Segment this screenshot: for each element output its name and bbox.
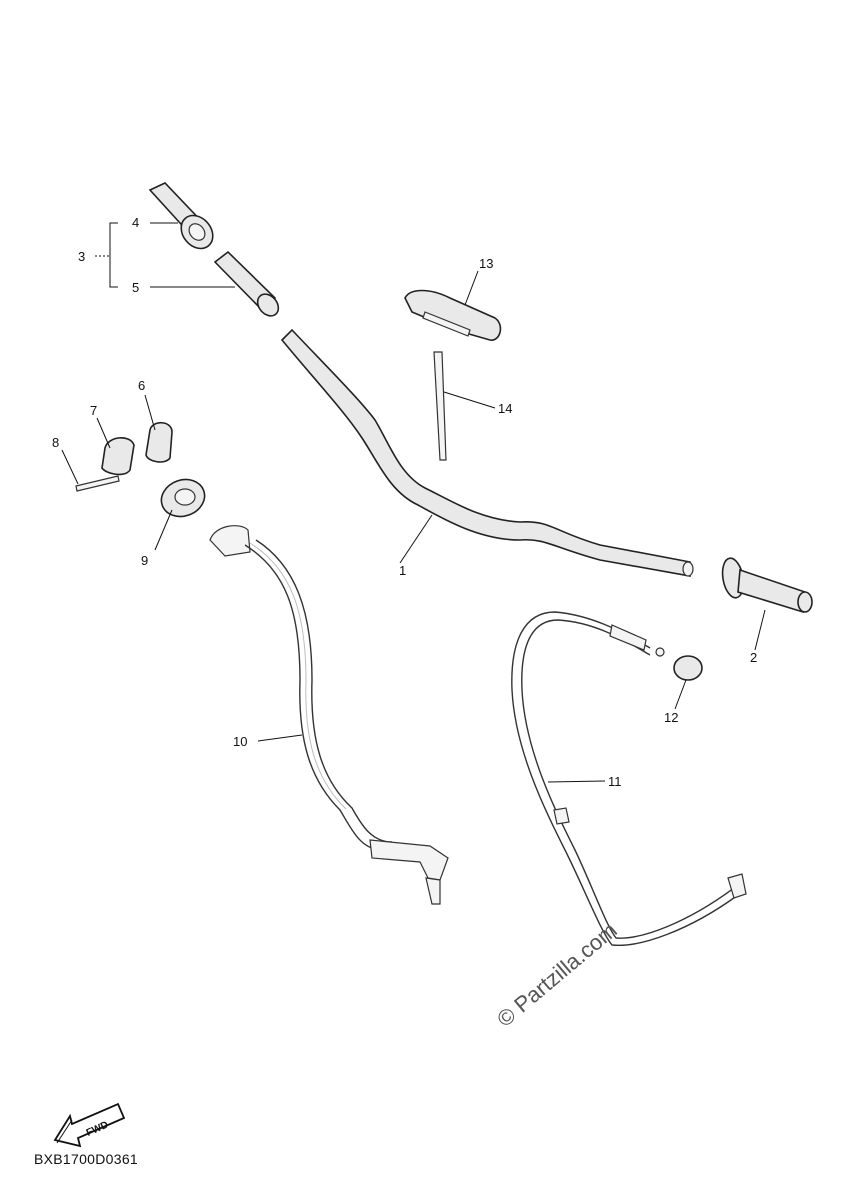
callout-8: 8 xyxy=(52,435,59,450)
pad-strap-part-14[interactable] xyxy=(433,351,447,461)
fwd-arrow-icon: FWD xyxy=(53,1102,126,1148)
callout-12: 12 xyxy=(664,710,678,725)
throttle-sleeve-part-5[interactable] xyxy=(213,250,283,320)
switch-clamp-part-7[interactable] xyxy=(101,437,135,476)
callout-3: 3 xyxy=(78,249,85,264)
watermark: © Partzilla.com xyxy=(492,917,622,1031)
callout-9: 9 xyxy=(141,553,148,568)
screw-part-8[interactable] xyxy=(75,475,120,492)
callout-14: 14 xyxy=(498,401,512,416)
switch-clamp-part-6[interactable] xyxy=(145,421,173,463)
callout-4: 4 xyxy=(132,215,139,230)
switch-housing-part-9[interactable] xyxy=(156,474,210,523)
callout-13: 13 xyxy=(479,256,493,271)
callout-11: 11 xyxy=(608,774,622,789)
callout-labels: 1 2 3 4 5 6 7 8 9 10 11 12 13 14 xyxy=(52,215,757,789)
callout-5: 5 xyxy=(132,280,139,295)
handlebar-pad-part-13[interactable] xyxy=(404,289,502,341)
callout-2: 2 xyxy=(750,650,757,665)
throttle-cable-part-10[interactable] xyxy=(209,525,449,905)
throttle-grip-part-4[interactable] xyxy=(148,182,219,255)
cable-adjuster-part-12[interactable] xyxy=(655,647,703,681)
handlebar-part-1[interactable] xyxy=(280,328,694,577)
callout-6: 6 xyxy=(138,378,145,393)
left-grip-part-2[interactable] xyxy=(720,557,813,614)
leader-lines xyxy=(61,222,766,783)
cable-part-11[interactable] xyxy=(511,611,747,947)
diagram-code: BXB1700D0361 xyxy=(34,1151,139,1167)
callout-7: 7 xyxy=(90,403,97,418)
callout-1: 1 xyxy=(399,563,406,578)
callout-10: 10 xyxy=(233,734,247,749)
